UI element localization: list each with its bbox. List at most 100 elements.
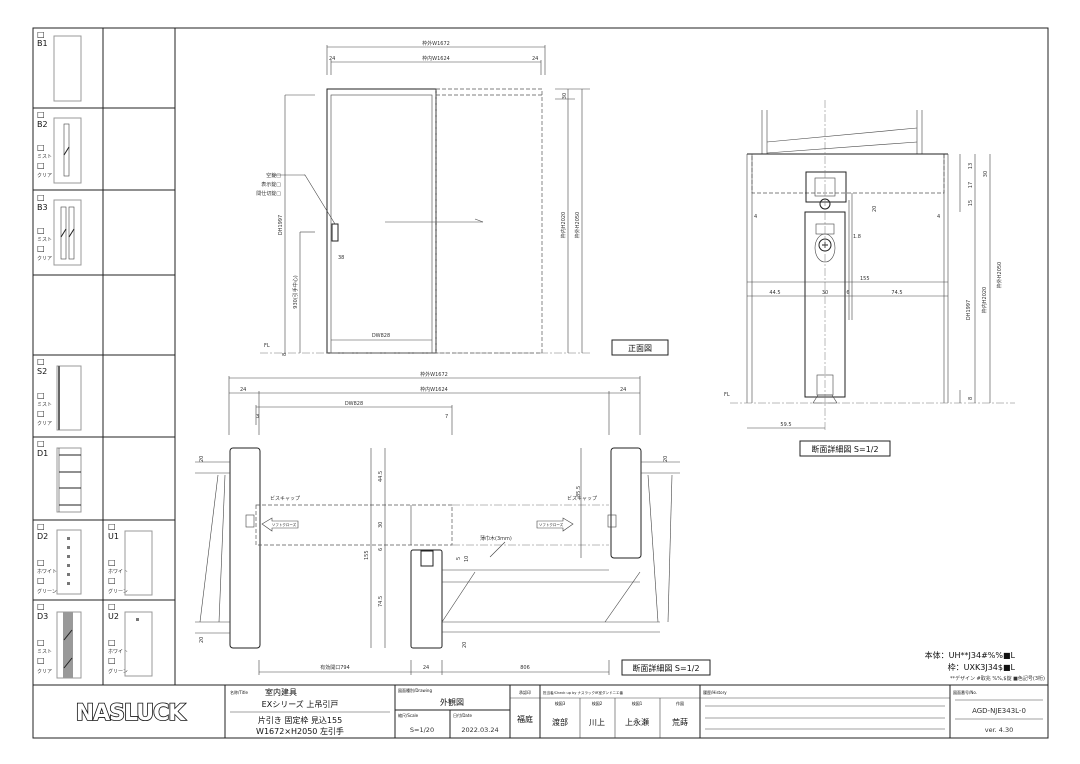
dim-handle-height: 930(引手中心) [292, 275, 299, 308]
body-code: 本体：UH**J34#%%■L [925, 650, 1016, 660]
fl-marker: FL [264, 343, 270, 349]
dim-20: 20 [462, 642, 468, 648]
view-label: 正面図 [628, 344, 652, 353]
checker-name: 川上 [589, 718, 605, 727]
checkbox[interactable]: □ [37, 193, 45, 202]
checker-name: 渡部 [552, 717, 568, 727]
dim-85-5: 85.5 [576, 486, 582, 497]
option-code: S2 [37, 367, 47, 376]
title-line1: 室内建具 [265, 687, 297, 697]
checkbox[interactable]: □ [37, 226, 45, 235]
dim-top-gap: 30 [562, 93, 568, 99]
choice-label: クリア [37, 256, 52, 262]
dim-right: 15 [968, 200, 974, 206]
dim-v: 30 [378, 522, 384, 528]
dim-right-span: 806 [520, 665, 530, 671]
dim-20: 20 [872, 206, 878, 212]
option-d1[interactable]: □ D1 [37, 439, 82, 513]
option-code: B3 [37, 203, 48, 212]
dim-1-8: 1.8 [853, 234, 861, 240]
dim-inner-height: 枠内H2020 [560, 212, 567, 239]
option-d2[interactable]: □ D2 □ ホワイト □ グリーン [37, 522, 82, 595]
checkbox[interactable]: □ [37, 143, 45, 152]
screw-cap-label: ビスキャップ [567, 495, 597, 502]
checkbox[interactable]: □ [37, 602, 45, 611]
panel-b1-icon [53, 35, 82, 102]
dim-segment: 44.5 [769, 290, 780, 296]
option-b2[interactable]: □ B2 □ ミスト □ クリア [37, 110, 82, 184]
lock-option: 表示錠□ [261, 181, 281, 188]
frame-code: 枠：UXK3J34$■L [948, 662, 1016, 672]
dim-20: 20 [199, 637, 205, 643]
checkbox[interactable]: □ [37, 244, 45, 253]
dim-side-left: 24 [240, 387, 246, 393]
option-b1[interactable]: □ B1 [37, 30, 82, 102]
choice-label: クリア [37, 421, 52, 427]
checkbox[interactable]: □ [108, 522, 116, 531]
checkbox[interactable]: □ [37, 409, 45, 418]
option-u1[interactable]: □ U1 □ ホワイト □ グリーン [108, 522, 153, 596]
soft-close-arrow-right [536, 517, 574, 532]
subtitle-line1: 片引き 固定枠 見込155 [258, 715, 342, 725]
checkbox[interactable]: □ [37, 656, 45, 665]
door-panel [326, 88, 437, 354]
choice-label: グリーン [108, 588, 128, 595]
nasluck-logo: NASLUCK [76, 701, 187, 726]
baseboard-label: 薄巾木(3mm) [480, 535, 512, 542]
dim-outer-height: 枠外H2050 [996, 262, 1003, 289]
checkbox[interactable]: □ [108, 576, 116, 585]
dim-total-155: 155 [364, 550, 370, 560]
dim-effective-opening: 有効開口794 [320, 664, 350, 671]
checkbox[interactable]: □ [37, 110, 45, 119]
checkbox[interactable]: □ [37, 522, 45, 531]
checkbox[interactable]: □ [37, 439, 45, 448]
dim-inner-width: 枠内W1624 [420, 386, 448, 393]
dim-7: 7 [445, 414, 448, 420]
title-line2: EXシリーズ 上吊引戸 [262, 699, 339, 709]
checkbox[interactable]: □ [37, 558, 45, 567]
dim-outer-height: 枠外H2050 [574, 212, 581, 239]
dim-bottom-gap: 8 [282, 353, 288, 356]
checker-role: 検図1 [632, 700, 643, 706]
checkbox[interactable]: □ [37, 638, 45, 647]
field-label: 図面番号/No. [953, 689, 977, 695]
dim-door-height: DH1997 [278, 215, 284, 235]
option-d3[interactable]: □ D3 □ ミスト □ クリア [37, 602, 82, 679]
field-label: 承認印 [519, 689, 531, 695]
checkbox[interactable]: □ [37, 161, 45, 170]
checkbox[interactable]: □ [37, 391, 45, 400]
dim-20: 20 [663, 456, 669, 462]
dim-4-right: 4 [937, 214, 940, 220]
panel-d1-icon [56, 447, 82, 513]
checkbox[interactable]: □ [108, 656, 116, 665]
checkbox[interactable]: □ [108, 558, 116, 567]
checkbox[interactable]: □ [108, 638, 116, 647]
checkbox[interactable]: □ [37, 576, 45, 585]
checker-role: 検図3 [555, 700, 566, 706]
code-legend: **デザイン #取兆 %%,$錠 ■色記号(3桁) [950, 675, 1045, 682]
choice-label: ミスト [37, 154, 52, 160]
choice-label: ホワイト [108, 649, 128, 655]
option-sidebar: □ B1 □ B2 □ ミスト □ クリア □ B3 □ ミスト □ クリア [33, 28, 1048, 686]
field-label: 履歴/History [703, 689, 727, 695]
option-s2[interactable]: □ S2 □ ミスト □ クリア [37, 357, 82, 431]
dim-outer-width: 枠外W1672 [420, 371, 448, 378]
checkbox[interactable]: □ [37, 30, 45, 39]
choice-label: ミスト [37, 402, 52, 408]
checkbox[interactable]: □ [108, 602, 116, 611]
panel-b2-icon [53, 117, 82, 184]
dim-v: 6 [378, 548, 384, 551]
dim-door-height: DH1997 [966, 300, 972, 320]
option-b3[interactable]: □ B3 □ ミスト □ クリア [37, 193, 82, 266]
title-block: NASLUCK 名称/Title 室内建具 EXシリーズ 上吊引戸 片引き 固定… [75, 685, 1043, 738]
dim-center: 24 [423, 665, 429, 671]
lock-option: 間仕切錠□ [256, 190, 281, 197]
checkbox[interactable]: □ [37, 357, 45, 366]
dim-segment: 30 [822, 290, 828, 296]
option-code: B1 [37, 39, 48, 48]
choice-label: ミスト [37, 237, 52, 243]
option-code: D2 [37, 532, 48, 541]
view-label: 断面詳細図 S=1/2 [811, 444, 878, 454]
panel-u2-icon [124, 611, 153, 677]
option-u2[interactable]: □ U2 □ ホワイト □ グリーン [108, 602, 153, 677]
